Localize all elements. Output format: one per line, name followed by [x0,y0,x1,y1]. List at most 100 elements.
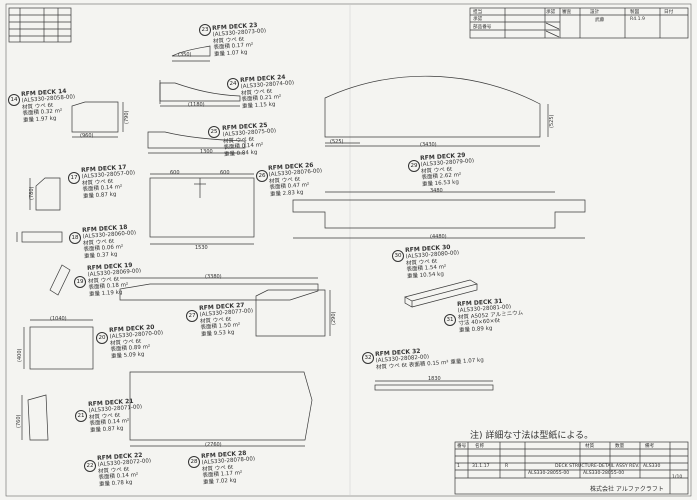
part-label-31: RFM DECK 31(ALS330-28081-00)材質 A5052 アルミ… [456,297,524,334]
part-number-26: 26 [256,170,268,182]
part-number-32: 32 [362,352,374,364]
tb-company: 株式会社 アルファクラフト [590,486,664,493]
part-14-shape [71,101,119,133]
dim-14-height: (790) [124,110,130,124]
part-number-24: 24 [227,78,239,90]
approval-h4: 製図 [630,10,640,15]
general-note: 注) 詳細な寸法は型紙による。 [470,431,594,441]
part-number-31: 31 [444,314,456,326]
dim-20-height: (400) [17,348,23,362]
dim-28-top: 3480 [430,188,443,194]
dim-20-width: (1040) [50,316,67,322]
dim-32-width: 1830 [428,376,441,382]
part-28b-shape [129,371,313,441]
part-17-shape [35,177,61,211]
part-number-20: 20 [96,332,108,344]
part-18-shape [21,231,63,243]
dim-26-b: 600 [220,170,230,176]
revision-table [8,7,72,43]
approval-cell-1: 担当 [473,10,483,15]
part-29-shape [324,75,541,138]
dim-26-width: 1530 [195,245,208,251]
part-number-30: 30 [392,250,404,262]
tb-row-date: 31.1.17 [472,464,490,469]
dim-27-height: (290) [331,311,337,325]
part-number-25: 25 [208,126,220,138]
dim-28-width: (4480) [430,234,447,240]
tb-part-number: ALS330-28055-00 [528,471,570,476]
dim-29-step: (525) [330,139,344,145]
part-number-22: 22 [84,460,96,472]
part-number-23: 23 [199,24,211,36]
tb-label-remark: 備考 [645,444,655,449]
part-23-shape [171,45,211,57]
tb-drawing-number: ALS330-28055-00 [583,471,625,476]
dim-14-width: (960) [80,133,94,139]
dim-17-height: (780) [29,186,35,200]
part-32-shape [374,384,494,391]
tb-label-qty: 数量 [615,444,625,449]
tb-row-rev: R [505,464,509,469]
approval-date: R4.1.9 [630,17,645,22]
approval-h3: 設計 [590,10,600,15]
approval-designer: 武藤 [595,18,605,23]
dim-26-a: 600 [170,170,180,176]
approval-cell-2: 承認 [473,17,483,22]
dim-25-width: 1300 [200,149,213,155]
sheet-frame [5,3,692,497]
dim-27-width: (2760) [205,442,222,448]
dim-21-height: (760) [16,414,22,428]
tb-scale: 1/10 [672,475,683,480]
tb-label-name: 名称 [475,444,485,449]
part-25-shape [147,131,246,149]
part-number-29: 29 [408,160,420,172]
part-number-19: 19 [74,276,86,288]
title-block [454,441,689,495]
approval-h2: 審査 [562,10,572,15]
approval-block [469,7,689,39]
approval-h5: 日付 [664,10,674,15]
tb-label-mat: 材質 [585,444,595,449]
part-number-18: 18 [69,232,81,244]
part-20-shape [29,326,94,370]
part-19b-shape [119,283,319,301]
part-26-shape [149,177,255,238]
tb-label-no: 番号 [457,444,467,449]
part-24-shape [159,82,241,102]
approval-cell-3: 部品番号 [473,25,492,30]
part-27-shape [255,289,326,337]
part-number-14: 14 [8,94,20,106]
part-30-shape [404,279,478,308]
tb-row-no: 1 [457,464,460,469]
part-number-17: 17 [68,172,80,184]
dim-19-width: (3380) [205,274,222,280]
dim-29-height: (525) [549,114,555,128]
dim-29-width: (3430) [420,142,437,148]
part-number-27: 27 [186,310,198,322]
tb-drawing-number-2: ALS330 [643,464,661,469]
dim-24-width: (1180) [188,102,205,108]
tb-drawing-title: DECK STRUCTURE-DETAIL ASSY REV. [555,464,640,469]
part-21-shape [27,394,49,441]
part-number-21: 21 [75,410,87,422]
dim-23-width: (350) [178,52,192,58]
part-28-shape [292,199,586,229]
approval-h1: 承認 [546,10,556,15]
